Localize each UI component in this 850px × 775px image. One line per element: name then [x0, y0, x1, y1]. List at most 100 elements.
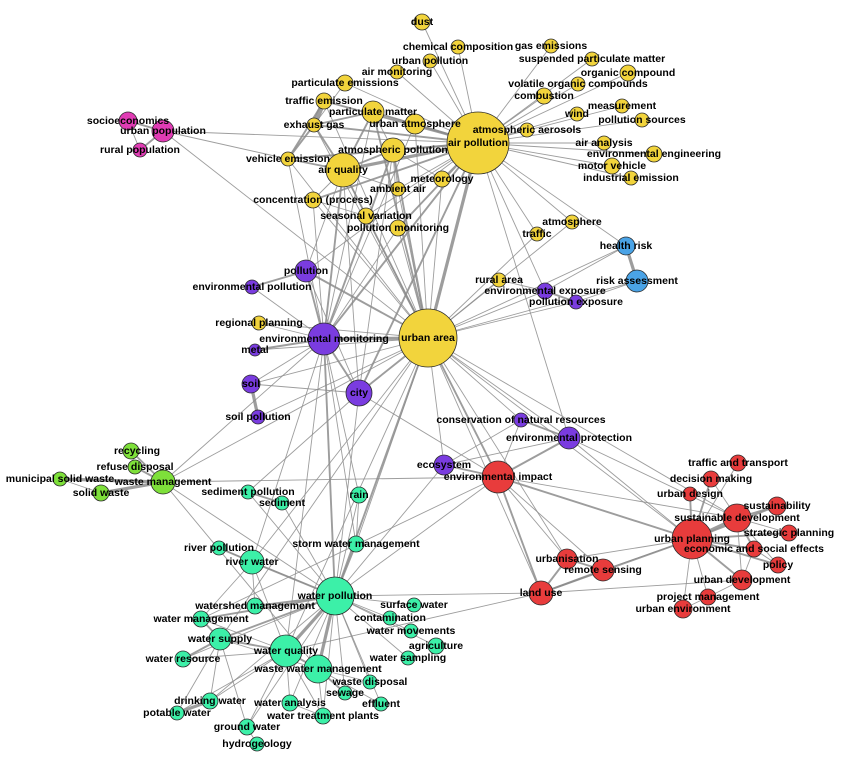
node-combustion[interactable]	[535, 87, 553, 105]
node-pollution[interactable]	[294, 259, 318, 283]
node-agriculture[interactable]	[427, 637, 445, 655]
node-urban-area[interactable]	[398, 308, 458, 368]
node-environmental-monitoring[interactable]	[307, 322, 341, 356]
node-environmental-exposure[interactable]	[536, 282, 554, 300]
node-hydrogeology[interactable]	[249, 736, 265, 752]
node-urban-design[interactable]	[682, 486, 698, 502]
node-water-resource[interactable]	[174, 650, 192, 668]
node-surface-water[interactable]	[406, 597, 422, 613]
node-measurement[interactable]	[614, 98, 630, 114]
node-municipal-solid-waste[interactable]	[52, 471, 68, 487]
node-project-management[interactable]	[699, 588, 717, 606]
node-suspended-pm[interactable]	[584, 51, 600, 67]
node-traffic-emission[interactable]	[315, 92, 333, 110]
node-socioeconomics[interactable]	[118, 111, 138, 131]
node-particulate-emissions[interactable]	[336, 74, 354, 92]
node-waste-management[interactable]	[150, 469, 176, 495]
node-ambient-air[interactable]	[390, 181, 406, 197]
node-river-water[interactable]	[239, 549, 265, 575]
node-rain[interactable]	[350, 486, 368, 504]
node-water-sampling[interactable]	[400, 650, 416, 666]
node-regional-planning[interactable]	[251, 315, 267, 331]
node-sewage[interactable]	[337, 685, 353, 701]
node-dust[interactable]	[413, 13, 431, 31]
node-gas-emissions[interactable]	[543, 38, 559, 54]
node-wind[interactable]	[569, 106, 585, 122]
node-motor-vehicle[interactable]	[603, 157, 621, 175]
node-ecosystem[interactable]	[433, 454, 455, 476]
node-sustainable-development[interactable]	[722, 503, 752, 533]
node-water-pollution[interactable]	[315, 576, 355, 616]
node-recycling[interactable]	[122, 442, 140, 460]
node-pollution-exposure[interactable]	[568, 294, 584, 310]
node-ground-water[interactable]	[238, 718, 256, 736]
node-water-supply[interactable]	[208, 627, 232, 651]
node-water-quality[interactable]	[269, 634, 303, 668]
node-decision-making[interactable]	[702, 470, 720, 488]
node-water-treatment-plants[interactable]	[314, 707, 332, 725]
node-urban-development[interactable]	[731, 569, 753, 591]
node-air-analysis[interactable]	[596, 135, 612, 151]
node-sediment-pollution[interactable]	[240, 484, 256, 500]
node-exhaust-gas[interactable]	[306, 117, 322, 133]
node-waste-water-management[interactable]	[303, 654, 333, 684]
node-soil-pollution[interactable]	[250, 409, 266, 425]
node-potable-water[interactable]	[169, 705, 185, 721]
node-policy[interactable]	[769, 556, 787, 574]
node-pollution-sources[interactable]	[634, 112, 650, 128]
node-urban-atmosphere[interactable]	[404, 113, 426, 135]
node-conservation[interactable]	[513, 412, 529, 428]
node-water-management[interactable]	[192, 610, 210, 628]
node-concentration-process[interactable]	[304, 191, 322, 209]
node-land-use[interactable]	[528, 580, 554, 606]
node-strategic-planning[interactable]	[780, 524, 798, 542]
node-health-risk[interactable]	[616, 236, 636, 256]
node-traffic-and-transport[interactable]	[729, 454, 747, 472]
node-waste-disposal[interactable]	[362, 674, 378, 690]
node-river-pollution[interactable]	[211, 540, 227, 556]
node-environmental-pollution[interactable]	[244, 279, 260, 295]
node-industrial-emission[interactable]	[623, 170, 639, 186]
node-vehicle-emission[interactable]	[280, 151, 296, 167]
node-water-analysis[interactable]	[281, 694, 299, 712]
node-sustainability[interactable]	[767, 496, 787, 516]
node-environmental-engineering[interactable]	[645, 145, 663, 163]
node-metal[interactable]	[248, 343, 262, 357]
node-air-monitoring[interactable]	[389, 64, 405, 80]
node-drinking-water[interactable]	[201, 692, 219, 710]
node-chemical-composition[interactable]	[450, 39, 466, 55]
node-sediment[interactable]	[274, 495, 290, 511]
node-meteorology[interactable]	[433, 170, 451, 188]
node-watershed-management[interactable]	[246, 597, 264, 615]
node-effluent[interactable]	[373, 696, 389, 712]
node-soil[interactable]	[241, 374, 261, 394]
node-economic-social-effects[interactable]	[745, 540, 763, 558]
node-traffic[interactable]	[529, 226, 545, 242]
node-atmospheric-aerosols[interactable]	[519, 122, 535, 138]
node-city[interactable]	[345, 379, 373, 407]
node-seasonal-variation[interactable]	[357, 207, 375, 225]
node-water-movements[interactable]	[403, 623, 419, 639]
node-contamination[interactable]	[382, 610, 398, 626]
node-urbanisation[interactable]	[556, 548, 578, 570]
node-risk-assessment[interactable]	[625, 269, 649, 293]
node-air-quality[interactable]	[325, 152, 361, 188]
node-atmospheric-pollution[interactable]	[380, 137, 406, 163]
node-environmental-protection[interactable]	[557, 426, 581, 450]
node-urban-population[interactable]	[151, 119, 175, 143]
node-storm-water-management[interactable]	[347, 535, 365, 553]
node-particulate-matter[interactable]	[361, 100, 385, 124]
node-urban-environment[interactable]	[673, 599, 693, 619]
node-urban-pollution[interactable]	[422, 53, 438, 69]
node-pollution-monitoring[interactable]	[389, 219, 407, 237]
node-volatile-organic-compounds[interactable]	[570, 76, 586, 92]
node-atmosphere[interactable]	[564, 214, 580, 230]
node-urban-planning[interactable]	[671, 518, 713, 560]
node-environmental-impact[interactable]	[481, 460, 515, 494]
node-solid-waste[interactable]	[92, 484, 110, 502]
node-rural-population[interactable]	[132, 142, 148, 158]
node-remote-sensing[interactable]	[591, 558, 615, 582]
node-refuse-disposal[interactable]	[127, 459, 143, 475]
node-organic-compound[interactable]	[619, 64, 637, 82]
node-rural-area[interactable]	[491, 272, 507, 288]
